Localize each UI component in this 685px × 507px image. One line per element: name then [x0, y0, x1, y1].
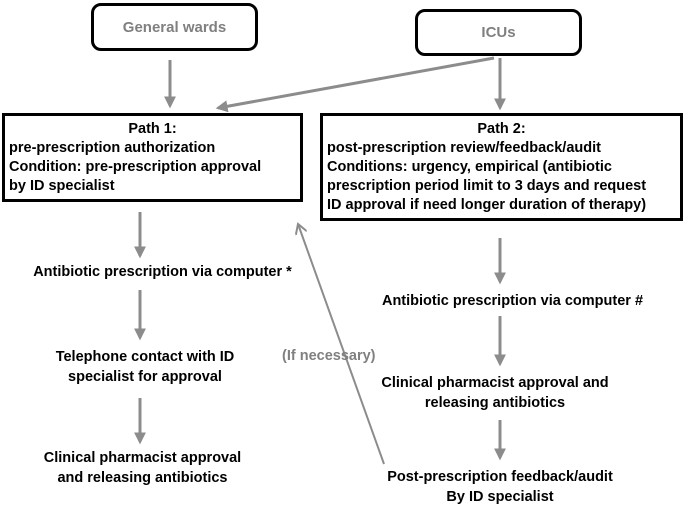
path1-box: Path 1: pre-prescription authorization C…	[2, 113, 303, 202]
arrow-feedback-to-path1	[298, 224, 385, 465]
path2-line: ID approval if need longer duration of t…	[327, 197, 647, 213]
left-step-pharmacist-approval: Clinical pharmacist approval and releasi…	[43, 450, 242, 486]
path1-line: Condition: pre-prescription approval	[9, 159, 262, 175]
path2-title: Path 2:	[477, 121, 526, 137]
icus-box: ICUs	[415, 9, 582, 56]
path2-line: post-prescription review/feedback/audit	[327, 140, 601, 156]
right-step-pharmacist-approval: Clinical pharmacist approval and releasi…	[381, 375, 609, 411]
left-step-telephone-contact: Telephone contact with ID specialist for…	[55, 349, 235, 385]
path2-line: prescription period limit to 3 days and …	[327, 178, 647, 194]
if-necessary-label: (If necessary)	[282, 348, 376, 364]
general-wards-box: General wards	[91, 3, 258, 51]
path2-box: Path 2: post-prescription review/feedbac…	[320, 113, 683, 221]
arrow-icus-to-path1	[215, 56, 495, 113]
path1-line: by ID specialist	[9, 178, 115, 194]
path1-title: Path 1:	[128, 121, 177, 137]
left-step-prescription: Antibiotic prescription via computer *	[33, 264, 292, 280]
right-step-feedback-audit: Post-prescription feedback/audit By ID s…	[387, 469, 613, 505]
general-wards-label: General wards	[122, 18, 227, 36]
right-step-prescription: Antibiotic prescription via computer #	[381, 293, 644, 309]
icus-label: ICUs	[481, 24, 516, 41]
path1-line: pre-prescription authorization	[9, 140, 216, 156]
path2-line: Conditions: urgency, empirical (antibiot…	[327, 159, 612, 175]
